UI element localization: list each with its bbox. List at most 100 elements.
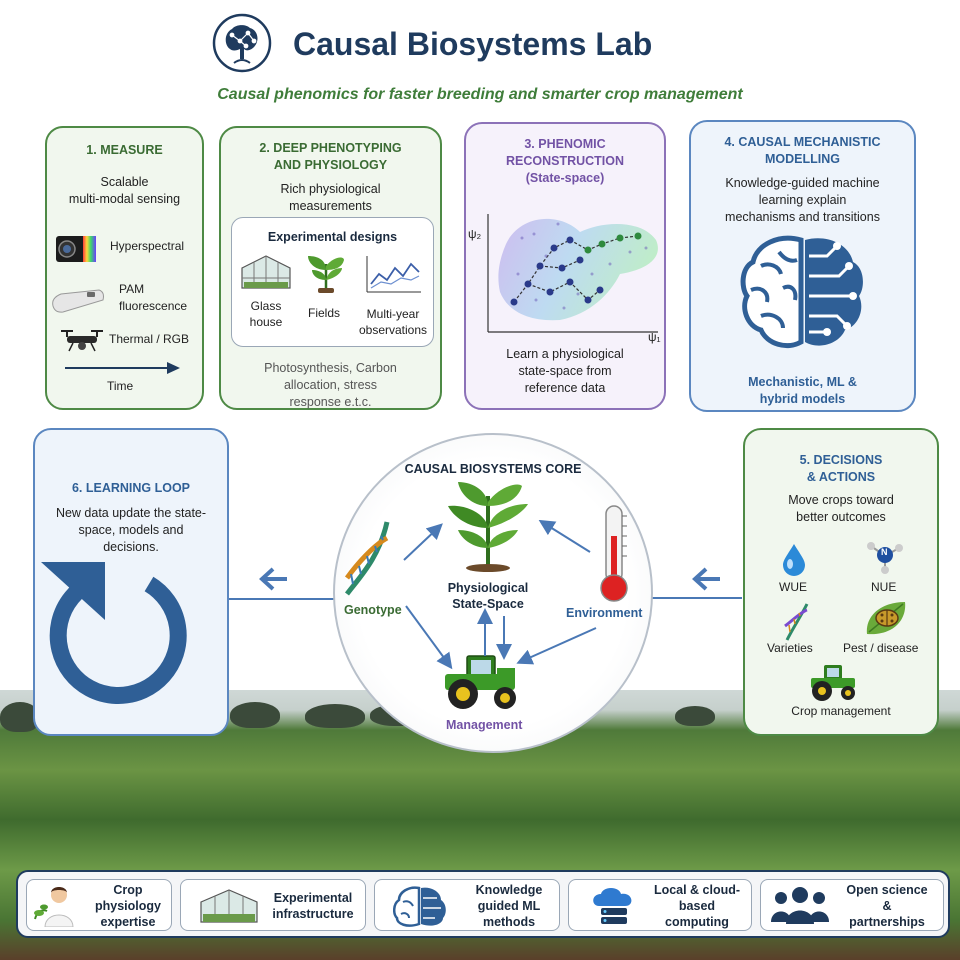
time-label: Time	[107, 379, 134, 393]
core-arrows	[403, 520, 597, 670]
pam-fluorometer-icon	[52, 289, 104, 313]
core-circle	[333, 433, 653, 753]
capability-text: Experimental	[273, 891, 353, 905]
axis-psi2-label: ψ₂	[468, 227, 482, 241]
deep-title-line: 2. DEEP PHENOTYPING	[259, 141, 402, 155]
deep-phenotyping-card: 2. DEEP PHENOTYPING AND PHYSIOLOGY Rich …	[219, 126, 442, 410]
capability-text: Knowledge	[475, 883, 543, 897]
capability-text: Local & cloud-	[653, 883, 741, 897]
time-arrow-icon	[65, 362, 180, 374]
deep-title-line: AND PHYSIOLOGY	[273, 158, 388, 172]
learning-desc-line: decisions.	[103, 540, 159, 554]
axis-psi1-label: ψ₁	[648, 330, 661, 344]
deep-desc-line: measurements	[289, 199, 372, 213]
line-graph-icon	[366, 256, 421, 293]
capability-experimental-infrastructure: Experimental infrastructure	[180, 879, 366, 931]
deep-footer-line: response e.t.c.	[289, 395, 372, 409]
tree	[305, 704, 365, 728]
brain-ml-icon	[393, 886, 446, 927]
causal-desc-line: learning explain	[758, 193, 847, 207]
greenhouse-icon	[200, 889, 258, 923]
causal-title-line: MODELLING	[765, 152, 840, 166]
core-title: CAUSAL BIOSYSTEMS CORE	[404, 462, 582, 476]
phenomic-title-line: RECONSTRUCTION	[505, 154, 625, 168]
hyperspectral-label: Hyperspectral	[110, 239, 185, 253]
glasshouse-label: Glass	[250, 299, 282, 313]
tree	[675, 706, 715, 726]
tree	[230, 702, 280, 728]
genotype-label: Genotype	[344, 603, 402, 617]
capability-knowledge-guided-ml: Knowledge guided ML methods	[374, 879, 560, 931]
decisions-desc-line: better outcomes	[796, 510, 886, 524]
decisions-title-line: & ACTIONS	[806, 470, 876, 484]
capability-text: physiology	[95, 899, 161, 913]
phenomic-desc-line: state-space from	[518, 364, 612, 378]
deep-footer-line: allocation, stress	[283, 378, 378, 392]
crop-management-label: Crop management	[791, 704, 891, 718]
learning-desc-line: space, models and	[78, 523, 184, 537]
causal-modelling-card: 4. CAUSAL MECHANISTIC MODELLING Knowledg…	[689, 120, 916, 412]
capability-text: partnerships	[849, 915, 925, 929]
capability-computing: Local & cloud- based computing	[568, 879, 752, 931]
decisions-title-line: 5. DECISIONS	[799, 453, 883, 467]
plant-icon	[448, 482, 528, 572]
crop-tractor-icon	[811, 665, 855, 701]
core-center-line: State-Space	[452, 597, 524, 611]
learning-loop-card: 6. LEARNING LOOP New data update the sta…	[33, 428, 229, 736]
capability-text: infrastructure	[272, 907, 354, 921]
decisions-desc-line: Move crops toward	[788, 493, 894, 507]
pam-label: PAM	[119, 282, 145, 296]
pest-beetle-icon	[866, 602, 906, 635]
loop-connector	[229, 567, 335, 600]
dna-varieties-icon	[784, 603, 809, 641]
causal-footer-line: hybrid models	[759, 392, 846, 406]
learning-title: 6. LEARNING LOOP	[71, 481, 191, 495]
multi-year-label: Multi-year	[366, 307, 420, 321]
measure-card: 1. MEASURE Scalable multi-modal sensing …	[45, 126, 204, 410]
deep-desc-line: Rich physiological	[280, 182, 381, 196]
pest-disease-label: Pest / disease	[843, 641, 919, 655]
decisions-card: 5. DECISIONS & ACTIONS Move crops toward…	[743, 428, 939, 736]
phenomic-title-line: 3. PHENOMIC	[524, 137, 606, 151]
glasshouse-icon	[241, 255, 291, 289]
nue-label: NUE	[871, 580, 897, 594]
capability-text: expertise	[100, 915, 156, 929]
nitrogen-badge: N	[881, 547, 888, 557]
tractor-icon	[445, 655, 516, 709]
capability-text: based	[678, 899, 716, 913]
deep-footer-line: Photosynthesis, Carbon	[264, 361, 397, 375]
scientist-icon	[34, 887, 74, 927]
seedling-icon	[308, 256, 344, 293]
refresh-loop-icon	[41, 562, 187, 704]
phenomic-desc-line: Learn a physiological	[506, 347, 624, 361]
experimental-designs-title: Experimental designs	[267, 230, 398, 244]
wue-label: WUE	[779, 580, 807, 594]
causal-desc-line: mechanisms and transitions	[725, 210, 880, 224]
experimental-designs-box: Experimental designs Glass house Fields …	[231, 217, 434, 347]
capability-text: &	[882, 899, 892, 913]
core-center-line: Physiological	[447, 581, 529, 595]
phenomic-desc-line: reference data	[524, 381, 606, 395]
brain-circuit-icon	[740, 235, 863, 348]
phenomic-card: 3. PHENOMIC RECONSTRUCTION (State-space)…	[464, 122, 666, 410]
state-space-plot	[487, 214, 658, 333]
drone-icon	[61, 330, 103, 352]
decisions-connector	[652, 567, 742, 599]
causal-title-line: 4. CAUSAL MECHANISTIC	[724, 135, 881, 149]
causal-desc-line: Knowledge-guided machine	[725, 176, 880, 190]
thermal-rgb-label: Thermal / RGB	[109, 332, 190, 346]
fields-label: Fields	[308, 306, 341, 320]
nitrogen-molecule-icon	[867, 542, 903, 574]
environment-label: Environment	[566, 606, 643, 620]
varieties-label: Varieties	[767, 641, 813, 655]
learning-desc-line: New data update the state-	[55, 506, 207, 520]
measure-desc-line: multi-modal sensing	[68, 192, 181, 206]
capability-text: guided ML	[477, 899, 541, 913]
cloud-server-icon	[593, 888, 632, 924]
measure-desc-line: Scalable	[100, 175, 149, 189]
dna-icon	[344, 521, 390, 596]
capability-text: computing	[665, 915, 729, 929]
measure-title: 1. MEASURE	[86, 143, 163, 157]
page-subtitle: Causal phenomics for faster breeding and…	[217, 86, 743, 103]
capability-open-science: Open science & partnerships	[760, 879, 944, 931]
